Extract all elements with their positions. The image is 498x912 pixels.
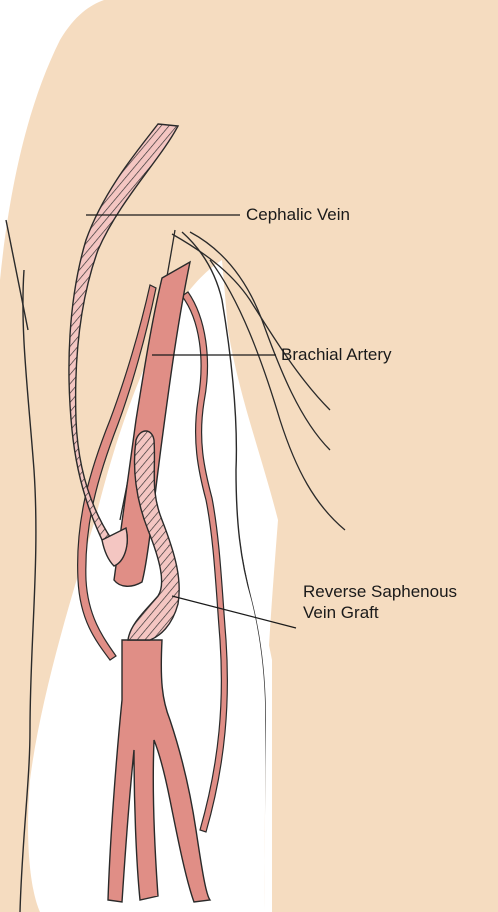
right-collateral-vessel [182,292,227,832]
label-vein-graft-line1: Reverse Saphenous [303,581,457,603]
label-cephalic-vein: Cephalic Vein [246,204,350,226]
arm-body-gap [238,470,272,912]
brachial-artery-lower [108,640,210,902]
label-brachial-artery: Brachial Artery [281,344,392,366]
label-vein-graft-line2: Vein Graft [303,602,379,624]
